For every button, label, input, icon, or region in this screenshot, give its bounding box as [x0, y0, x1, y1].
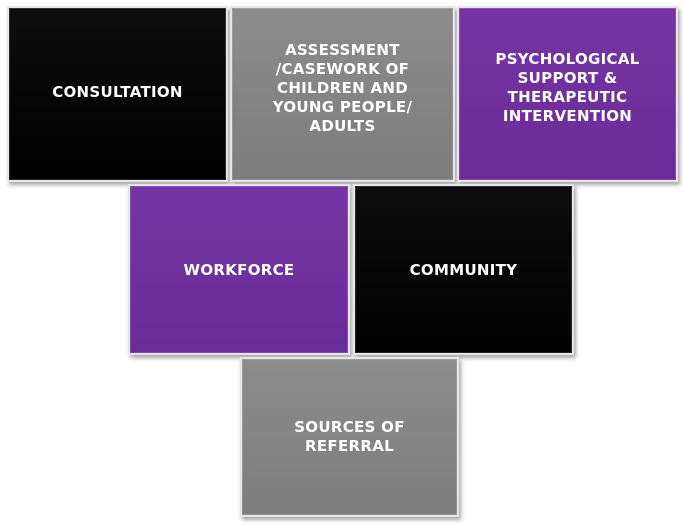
consultation-label: CONSULTATION — [52, 82, 183, 101]
workforce-tile: WORKFORCE — [128, 184, 350, 355]
community-label: COMMUNITY — [409, 261, 518, 279]
psychological-support-tile: PSYCHOLOGICAL SUPPORT & THERAPEUTIC INTE… — [457, 6, 678, 182]
consultation-tile: CONSULTATION — [7, 6, 228, 182]
sources-of-referral-tile: SOURCES OF REFERRAL — [240, 357, 459, 517]
psychological-support-label: PSYCHOLOGICAL SUPPORT & THERAPEUTIC INTE… — [495, 50, 640, 125]
community-tile: COMMUNITY — [353, 184, 574, 355]
sources-of-referral-label: SOURCES OF REFERRAL — [294, 418, 405, 455]
assessment-casework-tile: ASSESSMENT /CASEWORK OF CHILDREN AND YOU… — [230, 6, 455, 182]
workforce-label: WORKFORCE — [183, 261, 295, 279]
assessment-casework-label: ASSESSMENT /CASEWORK OF CHILDREN AND YOU… — [272, 40, 413, 135]
